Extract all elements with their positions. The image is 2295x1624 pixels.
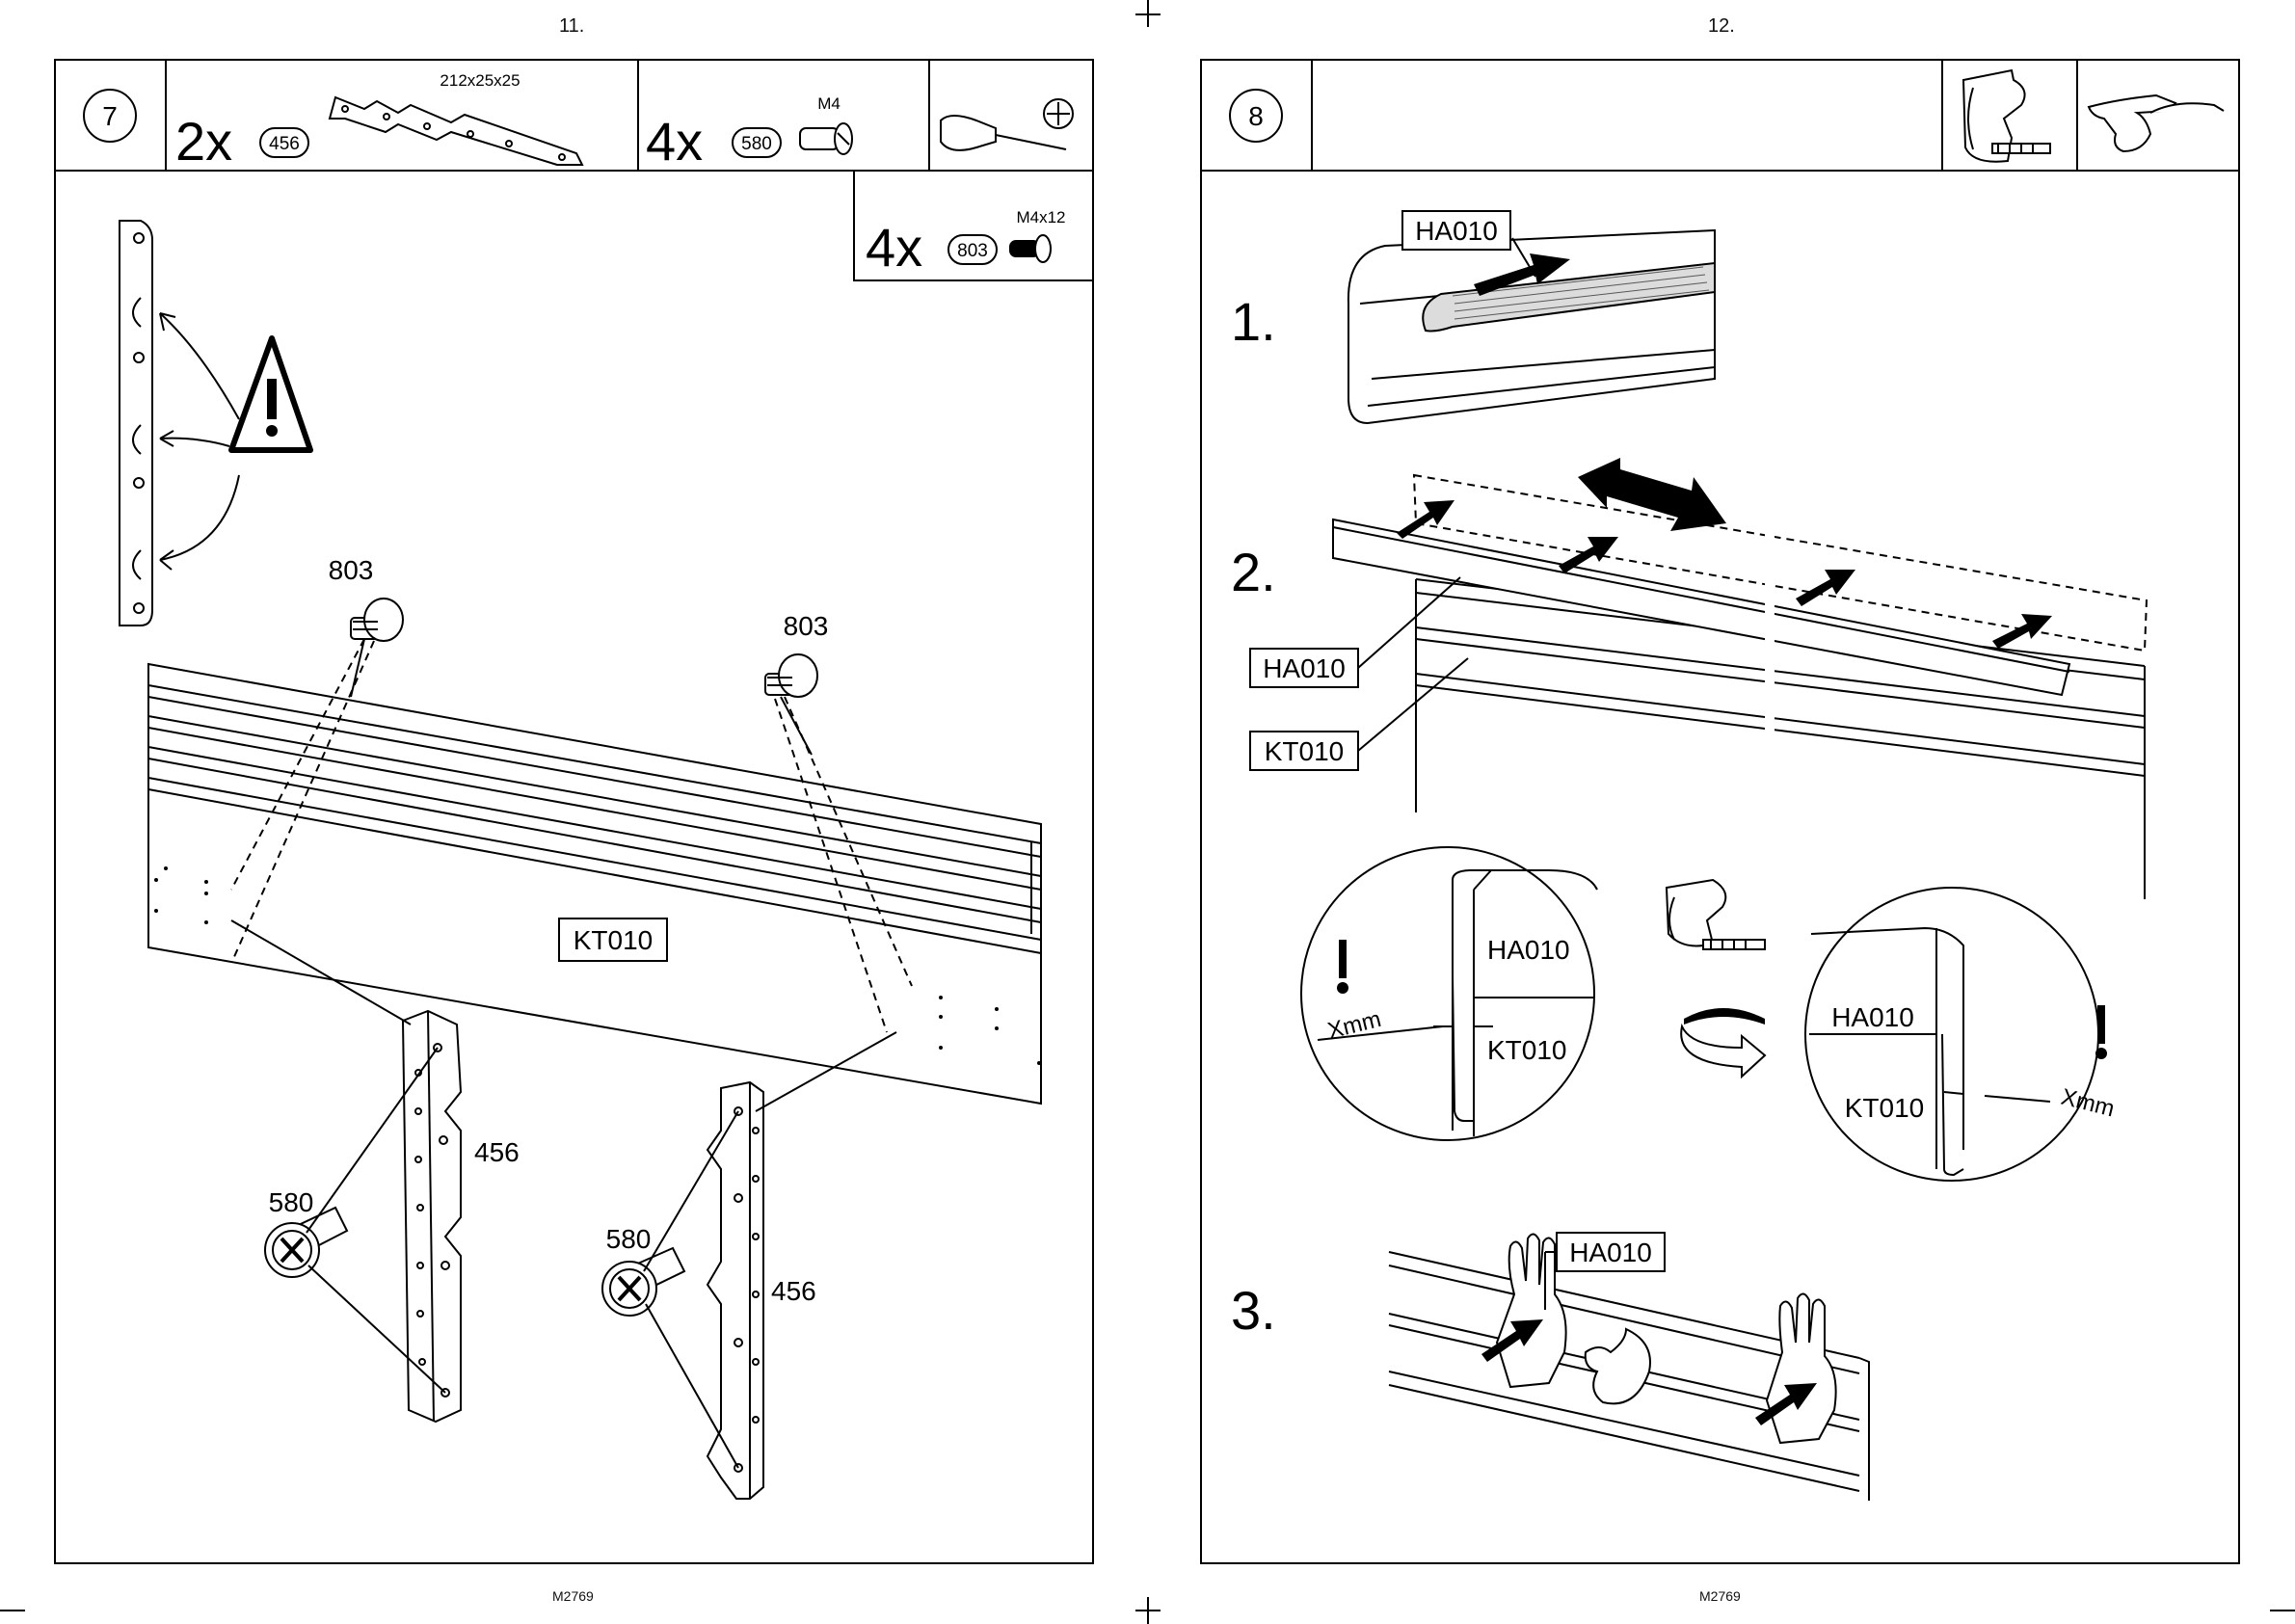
crop-mark	[2270, 1610, 2295, 1611]
detail-top-label: HA010	[1487, 935, 1570, 965]
screwdriver-icon	[941, 99, 1073, 150]
screw-803-a	[351, 599, 403, 641]
bolt-label: 580	[269, 1187, 314, 1217]
pressing-hand-right	[1767, 1293, 1836, 1443]
part-id: 803	[957, 241, 988, 261]
part-id: 456	[269, 134, 300, 154]
detail-bottom-label: KT010	[1487, 1035, 1567, 1065]
footer-right: M2769	[1699, 1588, 1741, 1604]
pointing-hand-icon	[2089, 95, 2224, 151]
bracket-edge-view	[120, 221, 152, 626]
detail-circle-b	[1805, 888, 2107, 1181]
page-number-left: 11.	[559, 15, 584, 38]
part-dimension: M4	[817, 94, 841, 113]
detail-top-label: HA010	[1831, 1002, 1914, 1032]
screw-label: 803	[329, 555, 374, 585]
crop-mark	[1135, 1610, 1161, 1611]
panel-label: KT010	[574, 925, 654, 955]
bolt-580-a	[265, 1208, 347, 1277]
detail-circle-a	[1301, 847, 1597, 1140]
rail-with-adhesive	[1348, 230, 1715, 423]
part-qty: 2x	[175, 111, 232, 172]
part-id: 580	[741, 134, 772, 154]
step-8-drawing: 8 1. 2. 3. HA010	[1202, 61, 2238, 1562]
rail-ha010	[1333, 519, 2069, 695]
clip-tool-icon	[1667, 880, 1765, 949]
substep-number: 2.	[1231, 542, 1276, 602]
screw-803-icon	[1010, 235, 1051, 262]
bolt-580-b	[602, 1248, 684, 1316]
panel-kt010-drawing	[148, 664, 1041, 1104]
screw-label: 803	[784, 611, 829, 641]
step-number: 8	[1248, 101, 1264, 131]
step-number: 7	[102, 101, 118, 131]
crop-mark	[1135, 13, 1161, 15]
bracket-label: 456	[771, 1276, 816, 1306]
warning-icon	[231, 338, 310, 450]
part-qty: 4x	[646, 111, 703, 172]
gap-mask	[1765, 533, 1775, 822]
rail-label: HA010	[1569, 1238, 1652, 1267]
step-7-drawing: 7 2x 456 212x25x25 4x 580 M4 4x 803 M4x1…	[56, 61, 1092, 1562]
page-number-right: 12.	[1708, 15, 1735, 38]
footer-left: M2769	[552, 1588, 594, 1604]
bracket-label: 456	[474, 1137, 520, 1167]
bolt-label: 580	[606, 1224, 652, 1254]
flexing-arm-icon	[1586, 1329, 1650, 1403]
warning-arrows	[160, 313, 239, 570]
rail-clip-icon	[1963, 70, 2050, 162]
crop-mark	[0, 1610, 25, 1611]
detail-bottom-label: KT010	[1845, 1093, 1925, 1123]
bracket-456-icon	[330, 97, 582, 165]
bolt-580-icon	[800, 123, 852, 154]
screw-803-b	[765, 654, 817, 697]
leader-line	[1358, 577, 1460, 668]
substep-number: 3.	[1231, 1280, 1276, 1341]
pressing-hand-left	[1497, 1234, 1566, 1387]
bracket-456-b	[707, 1082, 763, 1499]
part-dimension: M4x12	[1016, 208, 1065, 226]
substep-number: 1.	[1231, 291, 1276, 352]
panel-label: KT010	[1265, 736, 1345, 766]
double-arrow-icon	[1578, 458, 1726, 531]
step-8-panel: 8 1. 2. 3. HA010	[1200, 59, 2240, 1564]
rail-label: HA010	[1415, 216, 1498, 246]
rotate-arrow-icon	[1681, 1008, 1765, 1077]
part-dimension: 212x25x25	[440, 71, 520, 90]
step-7-panel: 7 2x 456 212x25x25 4x 580 M4 4x 803 M4x1…	[54, 59, 1094, 1564]
leader-line	[1358, 658, 1468, 751]
rail-label: HA010	[1263, 653, 1346, 683]
part-qty: 4x	[866, 217, 922, 278]
